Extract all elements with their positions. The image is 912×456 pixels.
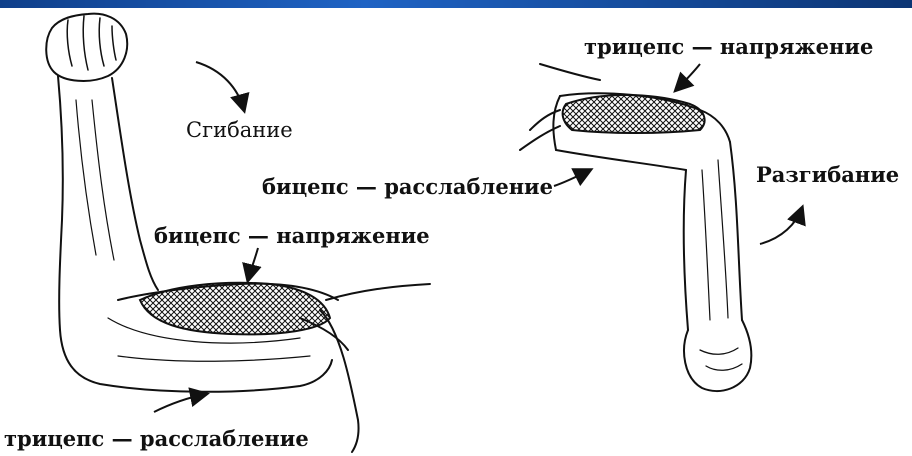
biceps-relaxed-pointer [554,170,590,186]
triceps-tense-region [563,95,705,133]
flexion-arrow [196,62,244,110]
label-flexion: Сгибание [186,120,293,141]
label-extension: Разгибание [756,164,899,185]
triceps-tense-pointer [676,64,700,90]
label-triceps-tense: трицепс — напряжение [584,36,873,57]
label-triceps-relaxed: трицепс — расслабление [4,428,309,449]
triceps-relaxed-pointer [154,394,206,412]
biceps-tense-region [140,283,330,335]
label-biceps-tense: бицепс — напряжение [154,225,430,246]
biceps-tense-pointer [248,248,258,280]
label-biceps-relaxed: бицепс — расслабление [262,176,553,197]
extension-arrow [760,208,802,244]
